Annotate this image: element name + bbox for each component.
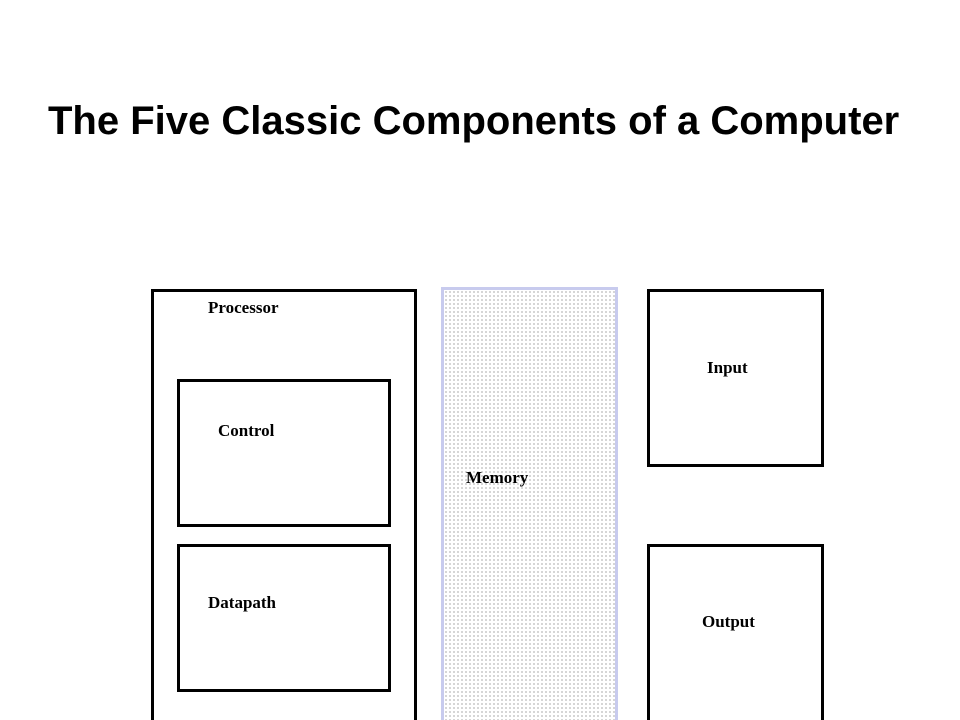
control-label: Control (218, 421, 275, 440)
datapath-label: Datapath (208, 593, 277, 612)
processor-label: Processor (208, 298, 279, 317)
input-label: Input (707, 358, 748, 377)
output-box (647, 544, 824, 720)
input-box (647, 289, 824, 467)
control-box (177, 379, 391, 527)
slide-title: The Five Classic Components of a Compute… (48, 99, 900, 143)
memory-box (441, 287, 618, 720)
memory-label: Memory (466, 468, 529, 487)
datapath-box (177, 544, 391, 692)
output-label: Output (702, 612, 755, 631)
